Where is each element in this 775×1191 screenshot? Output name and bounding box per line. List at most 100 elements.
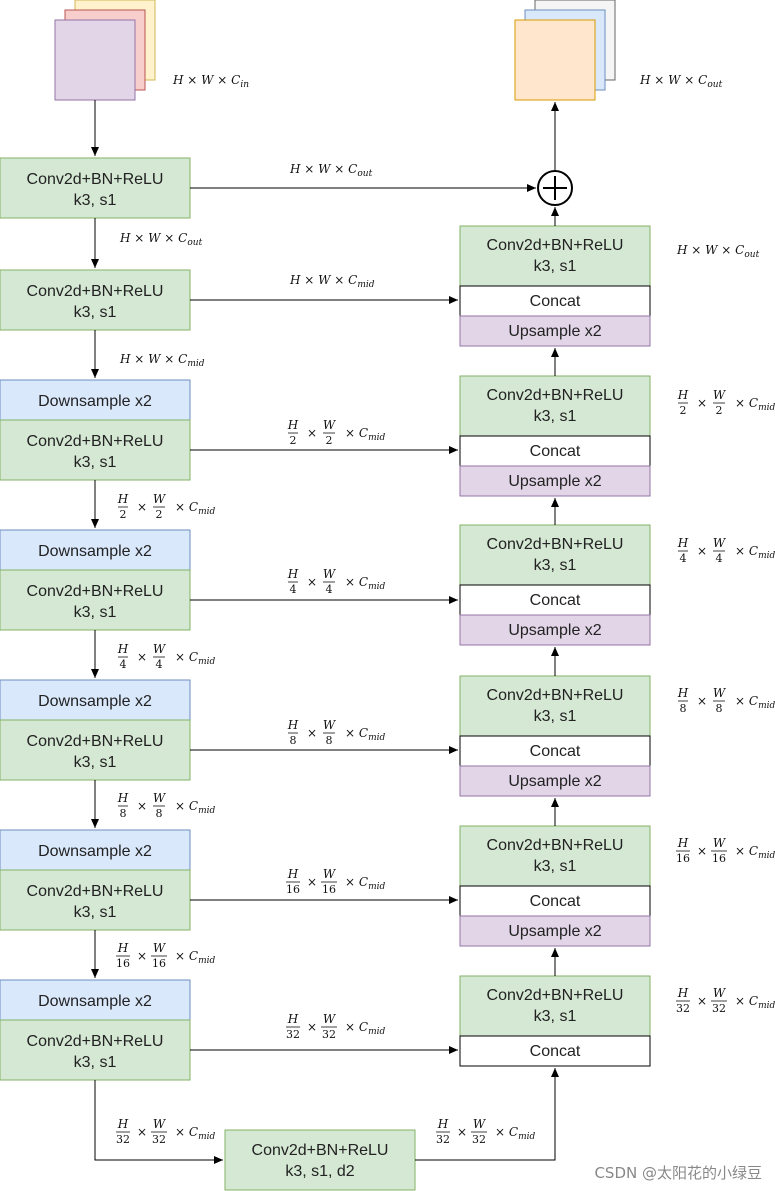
conv-params: k3, s1 — [74, 304, 117, 321]
svg-text:W: W — [713, 986, 727, 1000]
fraction-dim-label: H32×W32× Cmid — [116, 1117, 215, 1146]
svg-text:W: W — [153, 492, 167, 506]
conv-params: k3, s1 — [74, 904, 117, 921]
svg-text:W: W — [153, 941, 167, 955]
conv-params: k3, s1 — [534, 1008, 577, 1025]
decoder-stage-2: Conv2d+BN+ReLU k3, s1 Concat Upsample x2 — [459, 375, 651, 497]
svg-text:× Cmid: × Cmid — [175, 500, 215, 517]
svg-text:W: W — [713, 536, 727, 550]
encoder-stage-5: Downsample x2 Conv2d+BN+ReLU k3, s1 — [0, 829, 191, 931]
svg-text:×: × — [137, 799, 147, 813]
svg-text:32: 32 — [322, 1028, 336, 1041]
encoder-stage-4: Downsample x2 Conv2d+BN+ReLU k3, s1 — [0, 679, 191, 781]
svg-text:W: W — [153, 642, 167, 656]
upsample-label: Upsample x2 — [508, 622, 601, 639]
svg-text:H: H — [287, 867, 299, 881]
svg-text:4: 4 — [680, 552, 687, 565]
conv-params: k3, s1 — [74, 454, 117, 471]
downsample-label: Downsample x2 — [38, 993, 152, 1010]
fraction-dim-label: H8×W8× Cmid — [117, 791, 216, 820]
concat-label: Concat — [530, 1043, 581, 1060]
fraction-dim-label: H2×W2× Cmid — [677, 388, 775, 417]
svg-text:32: 32 — [712, 1002, 726, 1015]
svg-text:×: × — [697, 396, 707, 410]
svg-text:4: 4 — [156, 658, 163, 671]
svg-text:32: 32 — [676, 1002, 690, 1015]
conv-label: Conv2d+BN+ReLU — [487, 987, 624, 1004]
conv-label: Conv2d+BN+ReLU — [27, 283, 164, 300]
svg-text:2: 2 — [716, 404, 723, 417]
dim-e0-label: H × W × Cout — [119, 231, 203, 248]
concat-label: Concat — [530, 293, 581, 310]
conv-label: Conv2d+BN+ReLU — [27, 1033, 164, 1050]
conv-label: Conv2d+BN+ReLU — [27, 883, 164, 900]
conv-params: k3, s1 — [74, 604, 117, 621]
conv-label: Conv2d+BN+ReLU — [487, 237, 624, 254]
decoder-stage-4: Conv2d+BN+ReLU k3, s1 Concat Upsample x2 — [459, 675, 651, 797]
svg-text:4: 4 — [716, 552, 723, 565]
svg-text:4: 4 — [290, 583, 297, 596]
fraction-dim-label: H4×W4× Cmid — [287, 567, 386, 596]
svg-text:× Cmid: × Cmid — [735, 844, 775, 861]
svg-text:× Cmid: × Cmid — [345, 726, 385, 743]
fraction-dim-label: H32×W32× Cmid — [286, 1012, 385, 1041]
svg-text:W: W — [713, 836, 727, 850]
fraction-dim-label: H8×W8× Cmid — [677, 686, 775, 715]
svg-text:16: 16 — [322, 883, 336, 896]
svg-text:16: 16 — [116, 957, 130, 970]
svg-text:H: H — [117, 492, 129, 506]
encoder-conv-1: Conv2d+BN+ReLU k3, s1 — [0, 269, 191, 331]
encoder-stage-3: Downsample x2 Conv2d+BN+ReLU k3, s1 — [0, 529, 191, 631]
svg-text:W: W — [153, 791, 167, 805]
output-feature-map-icon — [514, 0, 616, 101]
svg-text:× Cmid: × Cmid — [345, 1020, 385, 1037]
svg-text:32: 32 — [436, 1133, 450, 1146]
svg-text:H: H — [677, 986, 689, 1000]
fraction-dim-label: H2×W2× Cmid — [117, 492, 216, 521]
svg-text:16: 16 — [712, 852, 726, 865]
svg-text:×: × — [457, 1125, 467, 1139]
downsample-label: Downsample x2 — [38, 393, 152, 410]
svg-text:8: 8 — [290, 734, 297, 747]
svg-text:× Cmid: × Cmid — [345, 875, 385, 892]
svg-text:H: H — [437, 1117, 449, 1131]
svg-text:8: 8 — [326, 734, 333, 747]
watermark: CSDN @太阳花的小绿豆 — [594, 1164, 762, 1182]
svg-text:×: × — [307, 726, 317, 740]
fraction-dim-label: H4×W4× Cmid — [677, 536, 775, 565]
conv-params: k3, s1 — [74, 754, 117, 771]
svg-text:W: W — [153, 1117, 167, 1131]
svg-text:×: × — [697, 994, 707, 1008]
upsample-label: Upsample x2 — [508, 323, 601, 340]
dim-e1-label: H × W × Cmid — [119, 352, 205, 369]
svg-text:×: × — [307, 875, 317, 889]
svg-text:W: W — [323, 867, 337, 881]
svg-text:W: W — [713, 686, 727, 700]
svg-text:32: 32 — [472, 1133, 486, 1146]
conv-params: k3, s1 — [534, 408, 577, 425]
dim-in-label: H × W × Cin — [172, 73, 249, 90]
connections — [91, 100, 559, 1164]
upsample-label: Upsample x2 — [508, 923, 601, 940]
conv-params: k3, s1 — [534, 258, 577, 275]
conv-label: Conv2d+BN+ReLU — [487, 837, 624, 854]
fraction-dim-label: H2×W2× Cmid — [287, 418, 386, 447]
svg-text:× Cmid: × Cmid — [175, 949, 215, 966]
svg-text:× Cmid: × Cmid — [735, 694, 775, 711]
svg-text:W: W — [473, 1117, 487, 1131]
svg-text:× Cmid: × Cmid — [175, 650, 215, 667]
conv-label: Conv2d+BN+ReLU — [487, 536, 624, 553]
svg-text:H: H — [117, 941, 129, 955]
decoder-stage-6: Conv2d+BN+ReLU k3, s1 Concat — [459, 975, 651, 1067]
conv-label: Conv2d+BN+ReLU — [27, 733, 164, 750]
fraction-dim-label: H32×W32× Cmid — [436, 1117, 535, 1146]
encoder-conv-0: Conv2d+BN+ReLU k3, s1 — [0, 157, 191, 219]
svg-text:H: H — [677, 536, 689, 550]
svg-text:× Cmid: × Cmid — [735, 544, 775, 561]
svg-text:×: × — [307, 1020, 317, 1034]
svg-text:W: W — [323, 418, 337, 432]
concat-label: Concat — [530, 592, 581, 609]
dim-out-top-label: H × W × Cout — [639, 73, 723, 90]
